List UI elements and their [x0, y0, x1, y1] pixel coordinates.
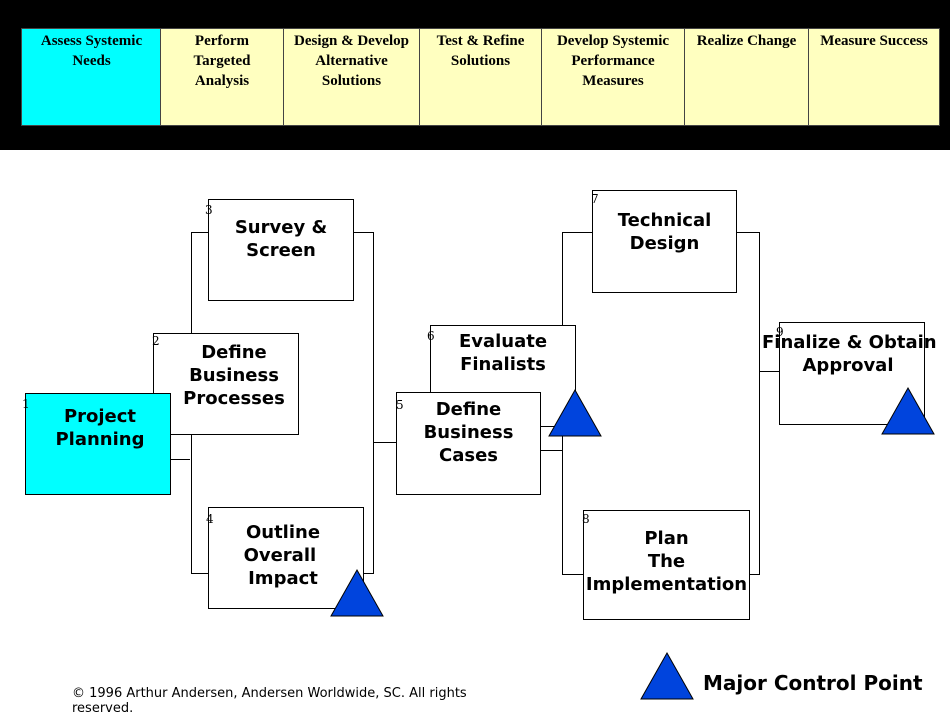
legend-label: Major Control Point — [703, 671, 923, 695]
step-number-define-processes: 2 — [152, 334, 160, 348]
step-box-technical-design — [592, 190, 737, 293]
step-number-define-cases: 5 — [396, 398, 404, 412]
phase-label-line: Realize Change — [696, 33, 797, 49]
step-box-project-planning — [25, 393, 171, 495]
phase-label-line: Targeted — [193, 53, 251, 69]
phase-label-line: Solutions — [321, 73, 382, 89]
phase-label-line: Needs — [72, 53, 111, 69]
step-box-define-cases — [396, 392, 541, 495]
copyright-footer: © 1996 Arthur Andersen, Andersen Worldwi… — [72, 686, 467, 716]
phase-label-line: Design & Develop — [294, 33, 409, 49]
phase-label-line: Measures — [582, 73, 644, 89]
step-box-survey-screen — [208, 199, 354, 301]
step-label-evaluate-finalists: Evaluate Finalists — [458, 331, 548, 375]
phase-cell: Measure Success — [808, 28, 940, 126]
phase-label-line: Assess Systemic — [40, 33, 143, 49]
step-label-technical-design: Technical Design — [617, 210, 712, 254]
phase-label-line: Performance — [571, 53, 655, 69]
control-point-triangle-icon — [548, 388, 602, 437]
phase-label-line: Perform — [194, 33, 250, 49]
legend-triangle-icon — [640, 651, 694, 700]
step-label-define-processes: Define Business Processes — [183, 342, 285, 409]
step-box-outline-impact — [208, 507, 364, 609]
step-number-plan-implementation: 8 — [582, 512, 590, 526]
step-number-finalize-approval: 9 — [776, 325, 784, 339]
step-label-survey-screen: Survey & Screen — [234, 217, 328, 261]
step-number-technical-design: 7 — [591, 192, 599, 206]
step-label-project-planning: Project Planning — [55, 406, 145, 450]
step-number-outline-impact: 4 — [206, 512, 214, 526]
step-label-define-cases: Define Business Cases — [423, 399, 514, 466]
step-number-evaluate-finalists: 6 — [427, 329, 435, 343]
step-label-finalize-approval: Finalize & Obtain Approval — [762, 332, 937, 376]
control-point-triangle-icon — [330, 568, 384, 617]
step-number-project-planning: 1 — [22, 397, 30, 411]
step-box-plan-implementation — [583, 510, 750, 620]
phase-cell: Realize Change — [684, 28, 809, 126]
phase-label-line: Test & Refine — [436, 33, 525, 49]
step-label-plan-implementation: Plan The Implementation — [585, 528, 748, 595]
phase-label-line: Measure Success — [820, 33, 928, 49]
phase-label-line: Analysis — [194, 73, 250, 89]
step-label-outline-impact: Outline Overall Impact — [243, 522, 321, 589]
control-point-triangle-icon — [881, 386, 935, 435]
step-box-define-processes — [153, 333, 299, 435]
step-number-survey-screen: 3 — [205, 203, 213, 217]
phase-label-line: Develop Systemic — [556, 33, 670, 49]
phase-label-line: Solutions — [450, 53, 511, 69]
phase-label-line: Alternative — [315, 53, 388, 69]
